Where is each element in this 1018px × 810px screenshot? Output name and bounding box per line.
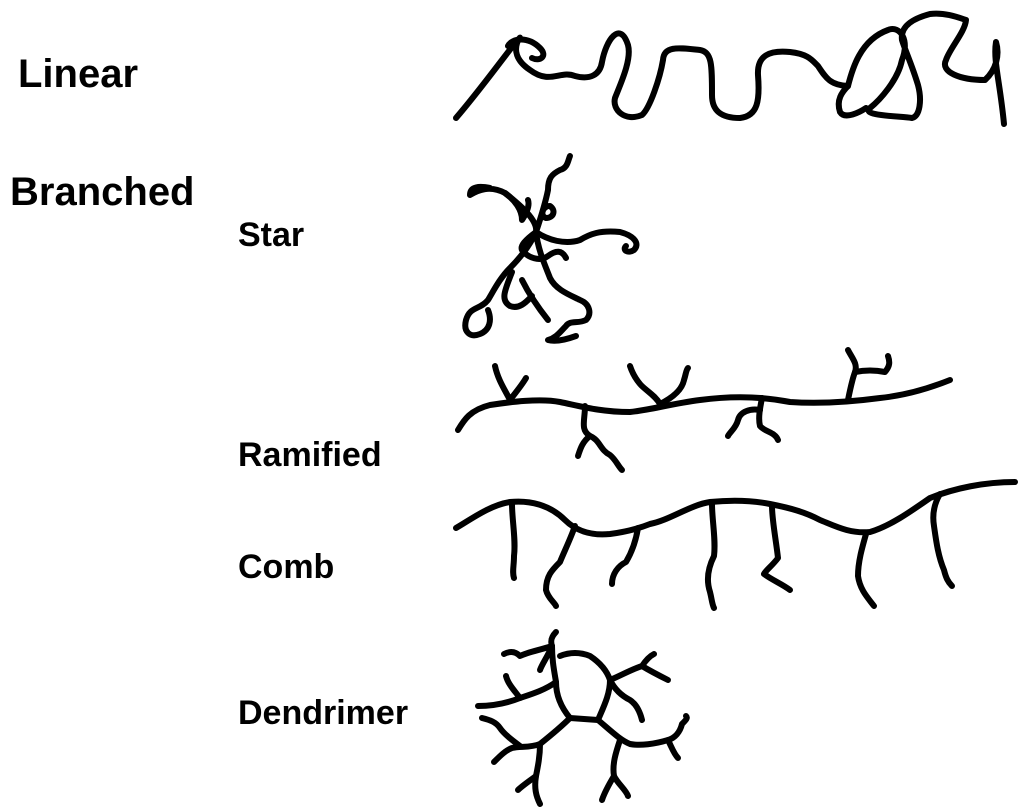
linear-polymer-drawing (456, 14, 1004, 124)
linear-chain-loop-2 (839, 86, 866, 115)
ramified-branch-5 (630, 366, 660, 404)
ramified-branch-4 (578, 436, 590, 456)
comb-tooth-4 (708, 504, 715, 608)
ramified-branch-2 (510, 378, 526, 400)
ramified-branch-6 (660, 368, 688, 404)
ramified-branch-7 (759, 398, 778, 440)
star-arm-10 (542, 206, 553, 218)
star-polymer-drawing (465, 156, 636, 341)
comb-polymer-drawing (456, 482, 1015, 608)
star-arm-3 (536, 231, 636, 251)
dendrimer-gen1-d (642, 666, 668, 680)
dendrimer-core-bond (570, 718, 598, 720)
linear-chain (456, 14, 1004, 124)
dendrimer-gen1-n (506, 676, 520, 698)
star-arm-5 (536, 232, 589, 341)
ramified-branch-9 (848, 350, 856, 400)
comb-tooth-5 (764, 506, 790, 590)
dendrimer-gen1-g (668, 740, 678, 758)
comb-tooth-1 (512, 504, 515, 578)
ramified-branch-1 (495, 366, 510, 400)
dendrimer-gen1-e (610, 680, 642, 720)
dendrimer-gen1-j (494, 718, 570, 762)
comb-tooth-2 (546, 526, 575, 606)
dendrimer-gen1-m (482, 718, 520, 746)
star-arm-2 (536, 156, 570, 232)
ramified-branch-10 (855, 356, 889, 372)
ramified-backbone (458, 380, 950, 430)
ramified-polymer-drawing (458, 350, 950, 470)
dendrimer-gen1-i (602, 776, 614, 800)
comb-tooth-7 (933, 494, 952, 586)
comb-tooth-6 (858, 534, 874, 606)
comb-tooth-3 (612, 528, 638, 584)
ramified-branch-8 (728, 409, 760, 436)
dendrimer-drawing (478, 632, 687, 804)
dendrimer-gen1-h (613, 740, 628, 796)
